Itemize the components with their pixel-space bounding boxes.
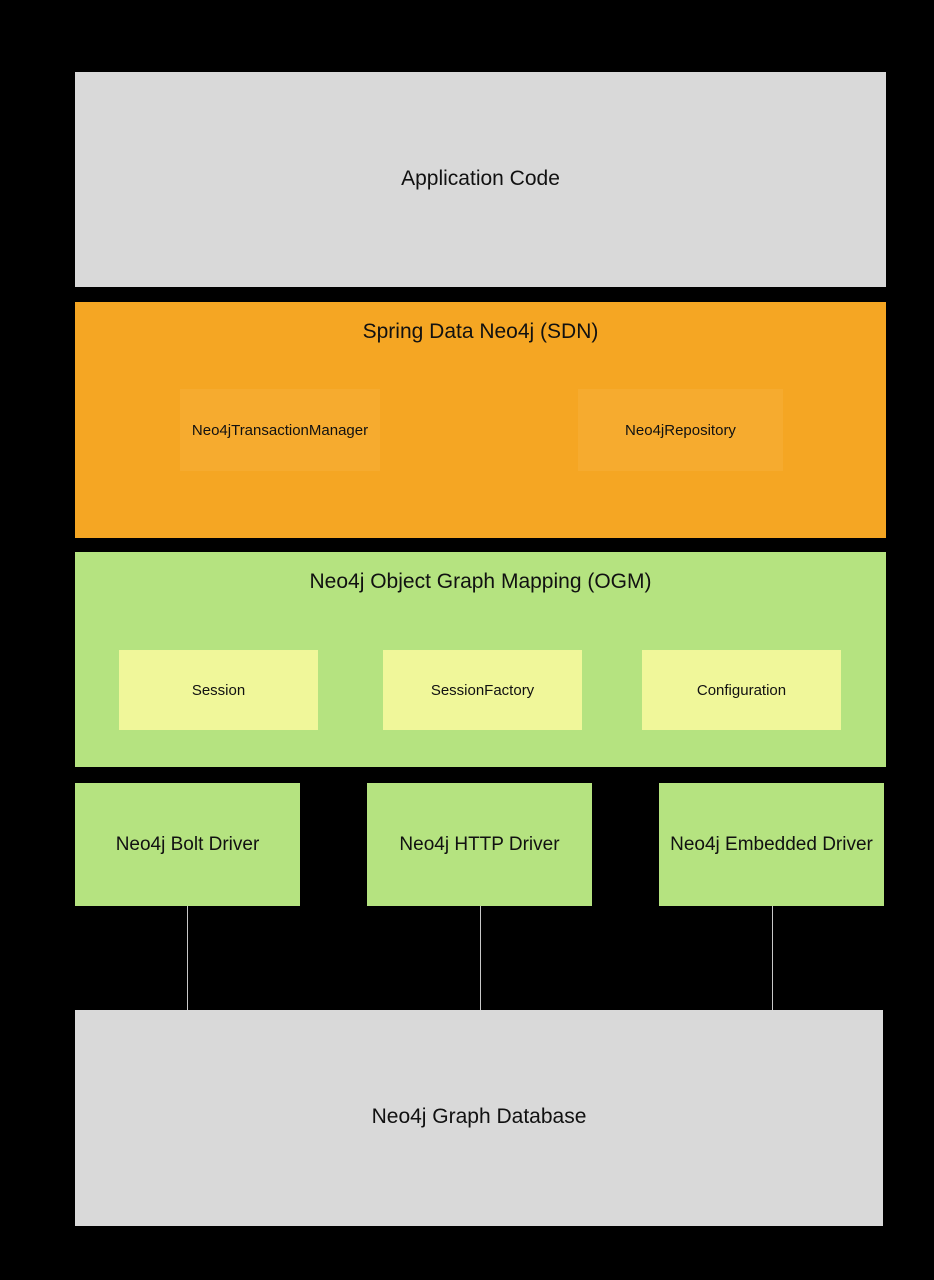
connector-line-http (480, 906, 481, 1010)
layer-neo4j-object-graph-mapping-label: Neo4j Object Graph Mapping (OGM) (309, 570, 652, 593)
layer-spring-data-neo4j-label: Spring Data Neo4j (SDN) (362, 320, 599, 343)
component-neo4j-transaction-manager: Neo4jTransactionManager (180, 389, 380, 471)
component-neo4j-repository: Neo4jRepository (578, 389, 783, 471)
layer-spring-data-neo4j: Spring Data Neo4j (SDN) Neo4jTransaction… (75, 302, 886, 538)
layer-neo4j-graph-database: Neo4j Graph Database (75, 1010, 883, 1226)
component-configuration: Configuration (642, 650, 841, 730)
component-session-factory: SessionFactory (383, 650, 582, 730)
connector-line-bolt (187, 906, 188, 1010)
connector-line-embedded (772, 906, 773, 1010)
driver-box-http: Neo4j HTTP Driver (367, 783, 592, 906)
driver-box-bolt: Neo4j Bolt Driver (75, 783, 300, 906)
layer-neo4j-object-graph-mapping: Neo4j Object Graph Mapping (OGM) Session… (75, 552, 886, 767)
driver-box-embedded: Neo4j Embedded Driver (659, 783, 884, 906)
layer-neo4j-graph-database-label: Neo4j Graph Database (371, 1105, 587, 1128)
layer-application-code: Application Code (75, 72, 886, 287)
component-session: Session (119, 650, 318, 730)
layer-application-code-label: Application Code (401, 166, 560, 190)
